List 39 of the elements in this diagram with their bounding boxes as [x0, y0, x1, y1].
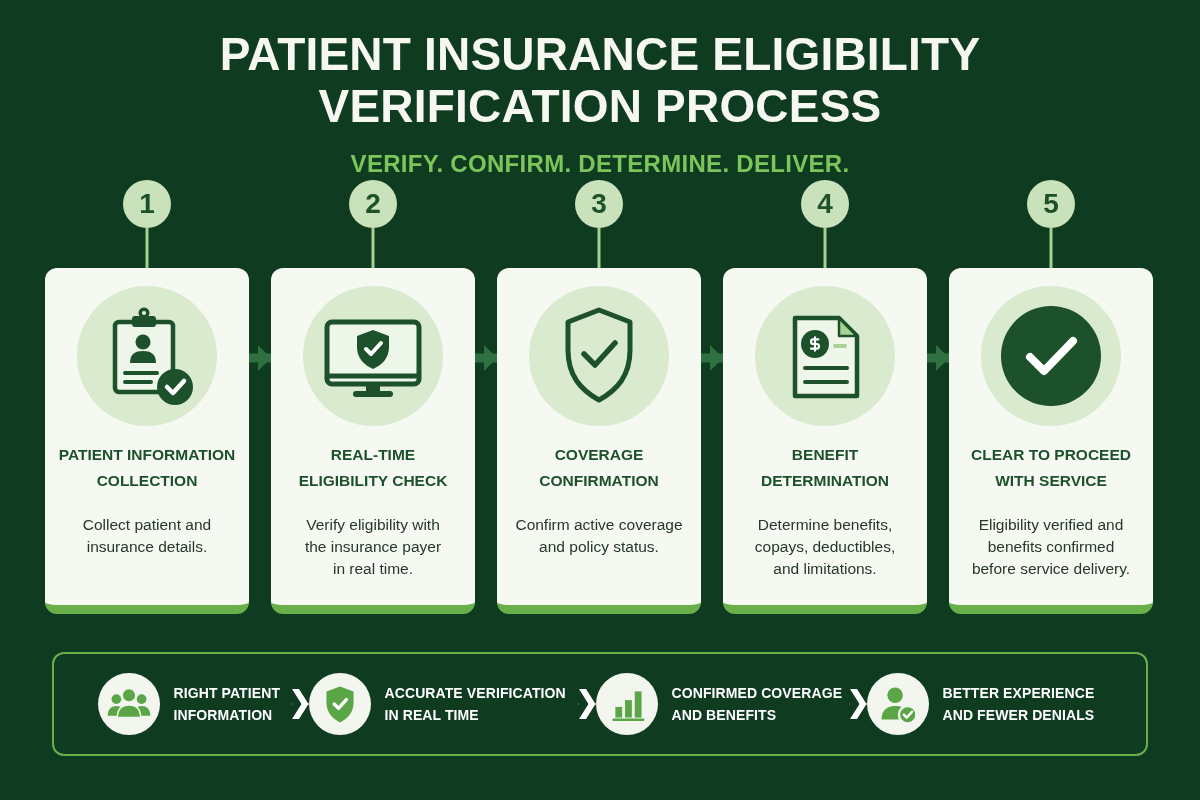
step-description: Verify eligibility with the insurance payer in real time.	[303, 515, 443, 579]
benefit-text: RIGHT PATIENT INFORMATION	[173, 684, 282, 725]
step-title: BENEFIT DETERMINATION	[760, 445, 890, 491]
arrow	[475, 344, 497, 371]
step-card	[45, 268, 249, 614]
title: PATIENT INSURANCE ELIGIBILITY VERIFICATION PROCESS	[218, 28, 982, 132]
connector-line	[1049, 228, 1053, 268]
connector-line	[597, 228, 601, 268]
arrow	[701, 344, 723, 371]
step-title: REAL-TIME ELIGIBILITY CHECK	[297, 445, 449, 491]
step-number: 5	[1027, 180, 1075, 228]
chevron-arrow	[290, 689, 310, 719]
arrow	[927, 344, 949, 371]
step-card	[271, 268, 475, 614]
chevron-arrow	[848, 689, 868, 719]
summary-panel	[52, 652, 1148, 756]
step-title: COVERAGE CONFIRMATION	[538, 445, 660, 491]
step-card	[723, 268, 927, 614]
step-number: 4	[801, 180, 849, 228]
benefit-text: CONFIRMED COVERAGE AND BENEFITS	[671, 684, 844, 725]
step-description: Eligibility verified and benefits confirmed before service delivery.	[970, 515, 1132, 579]
connector-line	[145, 228, 149, 268]
arrow	[249, 344, 271, 371]
step-number: 1	[123, 180, 171, 228]
step-number: 3	[575, 180, 623, 228]
step-description: Determine benefits, copays, deductibles, and limitations.	[753, 515, 897, 579]
chevron-arrow	[577, 689, 597, 719]
step-number: 2	[349, 180, 397, 228]
connector-line	[371, 228, 375, 268]
connector-line	[823, 228, 827, 268]
step-card	[949, 268, 1153, 614]
step-title: CLEAR TO PROCEED WITH SERVICE	[970, 445, 1132, 491]
benefit-text: ACCURATE VERIFICATION IN REAL TIME	[384, 684, 567, 725]
step-title: PATIENT INFORMATION COLLECTION	[57, 445, 237, 491]
step-description: Confirm active coverage and policy status.	[514, 515, 684, 557]
step-card	[497, 268, 701, 614]
step-description: Collect patient and insurance details.	[81, 515, 213, 557]
subtitle: VERIFY. CONFIRM. DETERMINE. DELIVER.	[350, 150, 850, 178]
benefit-text: BETTER EXPERIENCE AND FEWER DENIALS	[942, 684, 1096, 725]
